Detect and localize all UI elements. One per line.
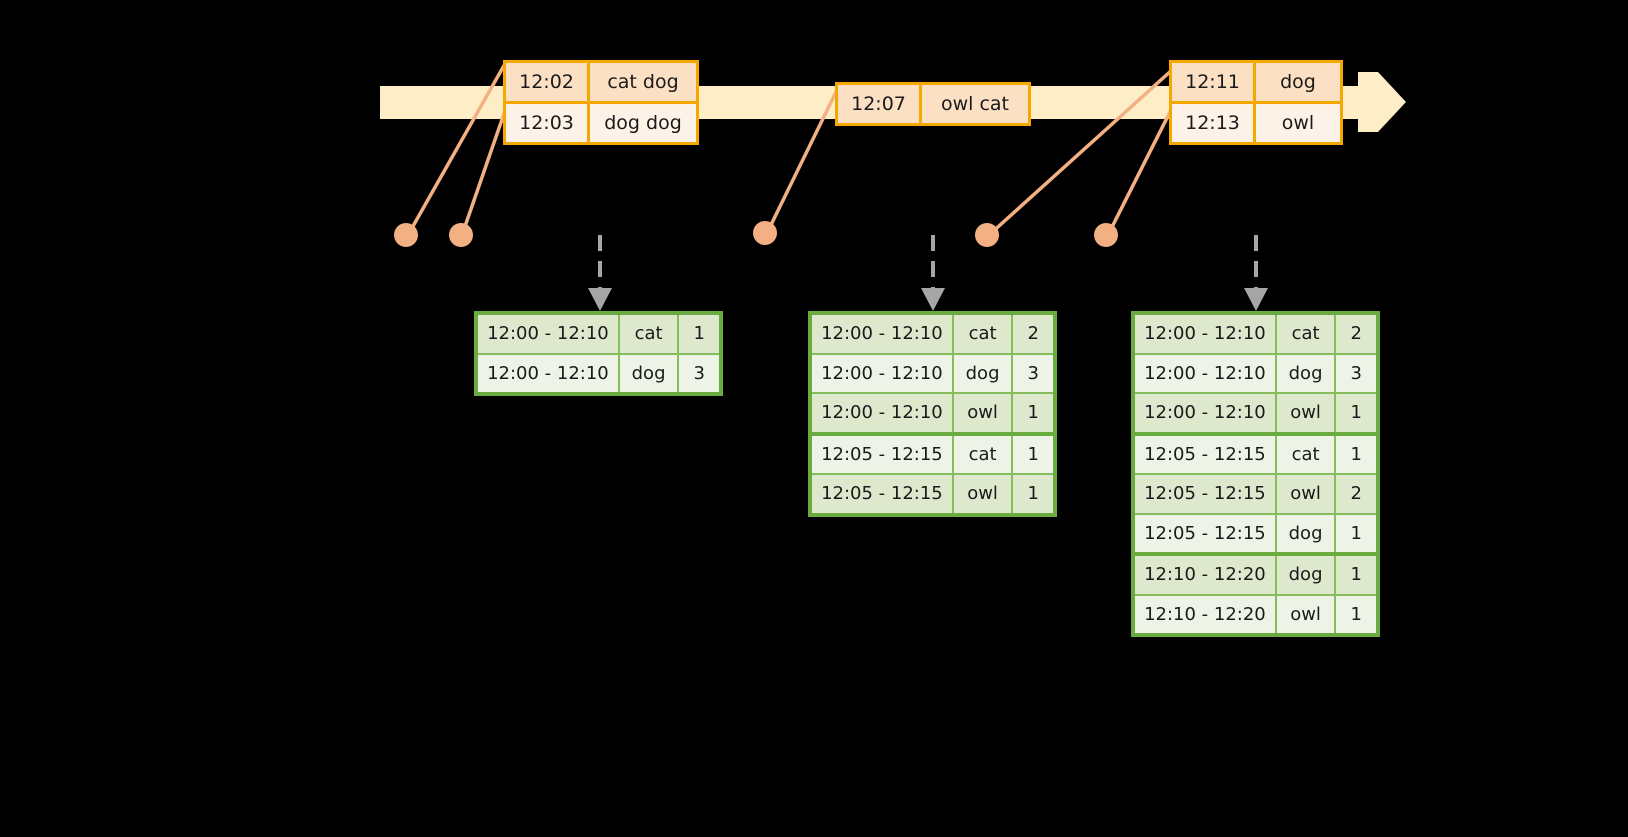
table-row[interactable]: 12:05 - 12:15 dog 1 (1135, 512, 1376, 552)
count-cell: 1 (1336, 514, 1376, 552)
table-row[interactable]: 12:05 - 12:15 owl 2 (1135, 473, 1376, 513)
dashed-arrow-head-3 (1244, 288, 1268, 311)
word-cell: dog (1276, 514, 1337, 552)
window-cell: 12:05 - 12:15 (1135, 475, 1277, 513)
word-cell: cat (1276, 435, 1337, 473)
event-time: 12:03 (506, 104, 590, 142)
count-cell: 3 (1336, 354, 1376, 392)
window-cell: 12:05 - 12:15 (812, 475, 954, 513)
count-cell: 3 (1013, 354, 1053, 392)
count-cell: 1 (1336, 556, 1376, 594)
window-cell: 12:00 - 12:10 (1135, 394, 1277, 432)
word-cell: dog (1276, 354, 1337, 392)
table-row[interactable]: 12:00 - 12:10 cat 2 (812, 315, 1053, 353)
event-marker-dot-1[interactable] (394, 223, 418, 247)
event-time: 12:02 (506, 63, 590, 101)
count-cell: 1 (679, 315, 719, 353)
count-cell: 2 (1013, 315, 1053, 353)
word-cell: cat (953, 315, 1014, 353)
table-row[interactable]: 12:00 - 12:10 cat 2 (1135, 315, 1376, 353)
event-words: dog (1256, 63, 1340, 101)
result-table-3[interactable]: 12:00 - 12:10 cat 2 12:00 - 12:10 dog 3 … (1131, 311, 1380, 637)
connector-line-5 (1106, 107, 1174, 236)
event-row[interactable]: 12:03 dog dog (506, 101, 696, 142)
table-row[interactable]: 12:00 - 12:10 owl 1 (812, 392, 1053, 432)
count-cell: 3 (679, 354, 719, 392)
event-marker-dot-4[interactable] (975, 223, 999, 247)
word-cell: cat (1276, 315, 1337, 353)
count-cell: 2 (1336, 315, 1376, 353)
table-row[interactable]: 12:00 - 12:10 dog 3 (1135, 352, 1376, 392)
event-marker-dot-5[interactable] (1094, 223, 1118, 247)
event-time: 12:07 (838, 85, 922, 123)
event-words: owl cat (922, 85, 1028, 123)
event-marker-dot-2[interactable] (449, 223, 473, 247)
table-row[interactable]: 12:10 - 12:20 dog 1 (1135, 552, 1376, 594)
event-group-2[interactable]: 12:07 owl cat (835, 82, 1031, 126)
count-cell: 1 (1336, 435, 1376, 473)
event-row[interactable]: 12:02 cat dog (506, 63, 696, 101)
word-cell: dog (1276, 556, 1337, 594)
word-cell: cat (619, 315, 680, 353)
connector-line-2 (460, 107, 508, 236)
window-cell: 12:00 - 12:10 (1135, 354, 1277, 392)
window-cell: 12:00 - 12:10 (1135, 315, 1277, 353)
event-time: 12:13 (1172, 104, 1256, 142)
timeline-arrow-head (1378, 72, 1406, 132)
event-row[interactable]: 12:07 owl cat (838, 85, 1028, 123)
timeline-arrow-flare (1358, 72, 1378, 132)
window-cell: 12:10 - 12:20 (1135, 556, 1277, 594)
word-cell: owl (1276, 394, 1337, 432)
count-cell: 1 (1336, 394, 1376, 432)
event-words: dog dog (590, 104, 696, 142)
event-marker-dot-3[interactable] (753, 221, 777, 245)
word-cell: owl (953, 394, 1014, 432)
window-cell: 12:00 - 12:10 (812, 394, 954, 432)
event-words: cat dog (590, 63, 696, 101)
event-group-3[interactable]: 12:11 dog 12:13 owl (1169, 60, 1343, 145)
table-row[interactable]: 12:00 - 12:10 dog 3 (812, 352, 1053, 392)
window-cell: 12:05 - 12:15 (1135, 435, 1277, 473)
count-cell: 1 (1013, 435, 1053, 473)
result-table-2[interactable]: 12:00 - 12:10 cat 2 12:00 - 12:10 dog 3 … (808, 311, 1057, 517)
window-cell: 12:00 - 12:10 (812, 354, 954, 392)
word-cell: cat (953, 435, 1014, 473)
count-cell: 1 (1013, 394, 1053, 432)
word-cell: owl (953, 475, 1014, 513)
table-row[interactable]: 12:00 - 12:10 owl 1 (1135, 392, 1376, 432)
dashed-arrow-head-1 (588, 288, 612, 311)
event-words: owl (1256, 104, 1340, 142)
word-cell: dog (619, 354, 680, 392)
window-cell: 12:00 - 12:10 (478, 354, 620, 392)
window-cell: 12:00 - 12:10 (812, 315, 954, 353)
word-cell: dog (953, 354, 1014, 392)
word-cell: owl (1276, 595, 1337, 633)
word-cell: owl (1276, 475, 1337, 513)
event-group-1[interactable]: 12:02 cat dog 12:03 dog dog (503, 60, 699, 145)
count-cell: 1 (1013, 475, 1053, 513)
result-table-1[interactable]: 12:00 - 12:10 cat 1 12:00 - 12:10 dog 3 (474, 311, 723, 396)
table-row[interactable]: 12:00 - 12:10 dog 3 (478, 352, 719, 392)
dashed-arrow-head-2 (921, 288, 945, 311)
table-row[interactable]: 12:05 - 12:15 cat 1 (812, 431, 1053, 473)
table-row[interactable]: 12:10 - 12:20 owl 1 (1135, 593, 1376, 633)
count-cell: 1 (1336, 595, 1376, 633)
count-cell: 2 (1336, 475, 1376, 513)
event-row[interactable]: 12:11 dog (1172, 63, 1340, 101)
event-row[interactable]: 12:13 owl (1172, 101, 1340, 142)
window-cell: 12:05 - 12:15 (1135, 514, 1277, 552)
window-cell: 12:05 - 12:15 (812, 435, 954, 473)
table-row[interactable]: 12:05 - 12:15 owl 1 (812, 473, 1053, 513)
table-row[interactable]: 12:00 - 12:10 cat 1 (478, 315, 719, 353)
window-cell: 12:10 - 12:20 (1135, 595, 1277, 633)
window-cell: 12:00 - 12:10 (478, 315, 620, 353)
table-row[interactable]: 12:05 - 12:15 cat 1 (1135, 431, 1376, 473)
event-time: 12:11 (1172, 63, 1256, 101)
